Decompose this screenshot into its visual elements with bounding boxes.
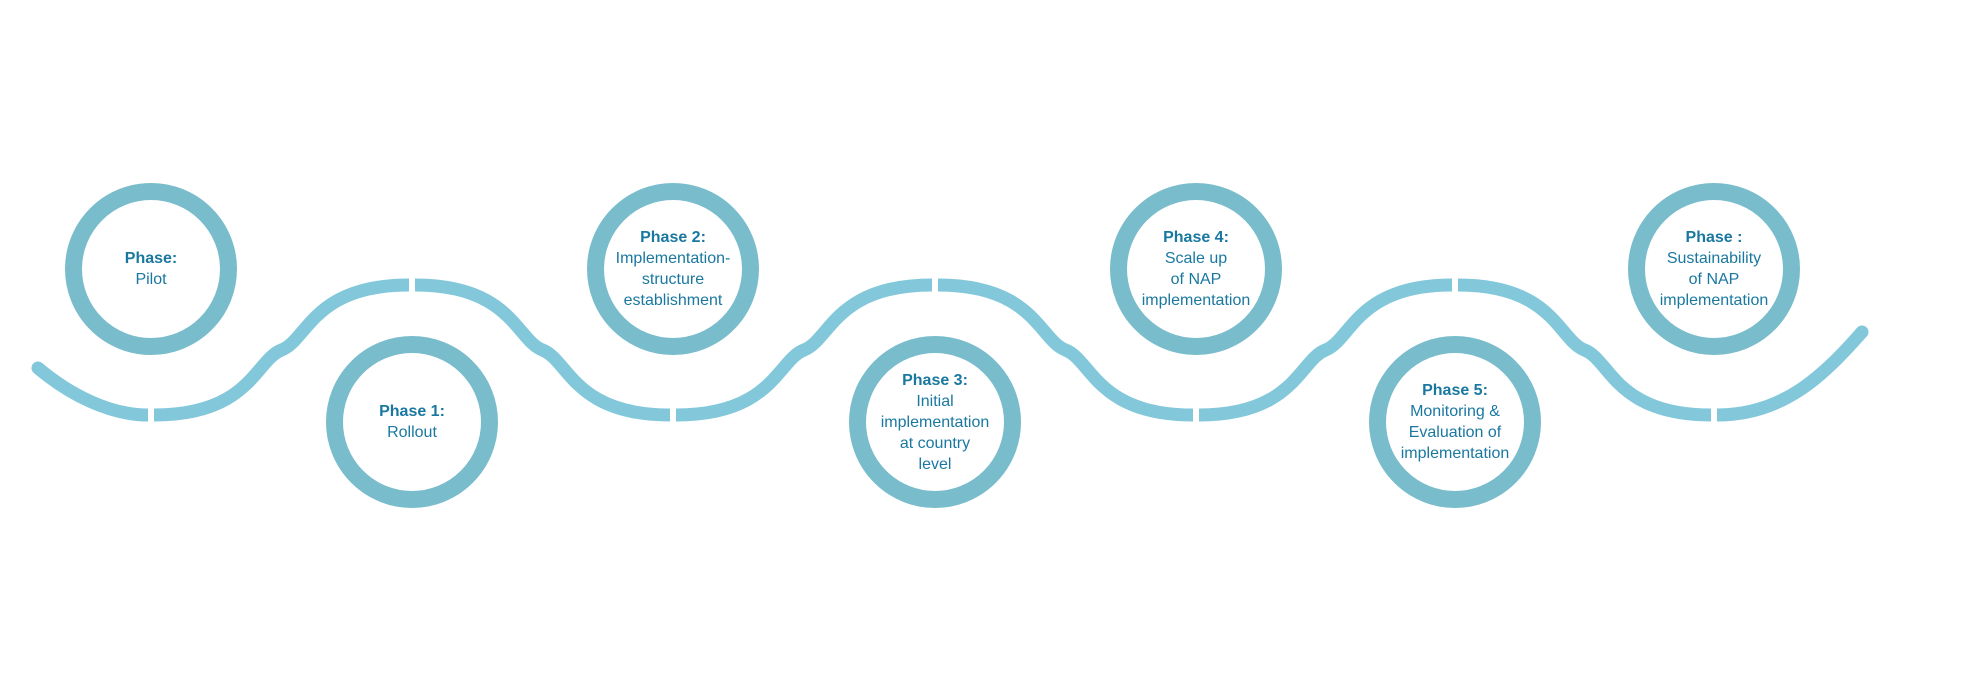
phase-node-initial-implementation: Phase 3: Initial implementation at count… bbox=[849, 336, 1021, 508]
phase-node-pilot: Phase: Pilot bbox=[65, 183, 237, 355]
phase-node-monitoring-evaluation: Phase 5: Monitoring & Evaluation of impl… bbox=[1369, 336, 1541, 508]
phase-description: Rollout bbox=[387, 424, 437, 441]
phase-node-sustainability: Phase : Sustainability of NAP implementa… bbox=[1628, 183, 1800, 355]
phase-description: Initial implementation at country level bbox=[880, 392, 990, 473]
wave-segment bbox=[1457, 278, 1712, 422]
phase-description: Monitoring & Evaluation of implementatio… bbox=[1400, 403, 1510, 462]
phase-title: Phase : bbox=[1685, 229, 1743, 246]
wave-segment bbox=[675, 278, 933, 422]
phase-node-rollout: Phase 1: Rollout bbox=[326, 336, 498, 508]
phase-title: Phase 5: bbox=[1422, 382, 1488, 399]
wave-segment-start bbox=[33, 363, 149, 422]
wave-segment bbox=[414, 278, 671, 422]
wave-segment bbox=[153, 278, 410, 422]
wave-segment bbox=[1198, 278, 1453, 422]
phase-title: Phase 1: bbox=[379, 403, 445, 420]
phase-node-structure-establishment: Phase 2: Implementation- structure estab… bbox=[587, 183, 759, 355]
phase-description: Sustainability of NAP implementation bbox=[1659, 250, 1769, 309]
wave-segment-end bbox=[1716, 327, 1867, 422]
wave-segment bbox=[937, 278, 1194, 422]
phase-description: Scale up of NAP implementation bbox=[1141, 250, 1251, 309]
phase-description: Implementation- structure establishment bbox=[615, 250, 731, 309]
phase-title: Phase 3: bbox=[902, 371, 968, 389]
phase-title: Phase: bbox=[124, 250, 178, 267]
wave-start-cap bbox=[31, 361, 45, 375]
phase-node-scale-up: Phase 4: Scale up of NAP implementation bbox=[1110, 183, 1282, 355]
phase-title: Phase 4: bbox=[1163, 229, 1229, 246]
phase-description: Pilot bbox=[135, 271, 167, 288]
wave-end-cap bbox=[1855, 325, 1869, 339]
phase-title: Phase 2: bbox=[640, 229, 706, 246]
